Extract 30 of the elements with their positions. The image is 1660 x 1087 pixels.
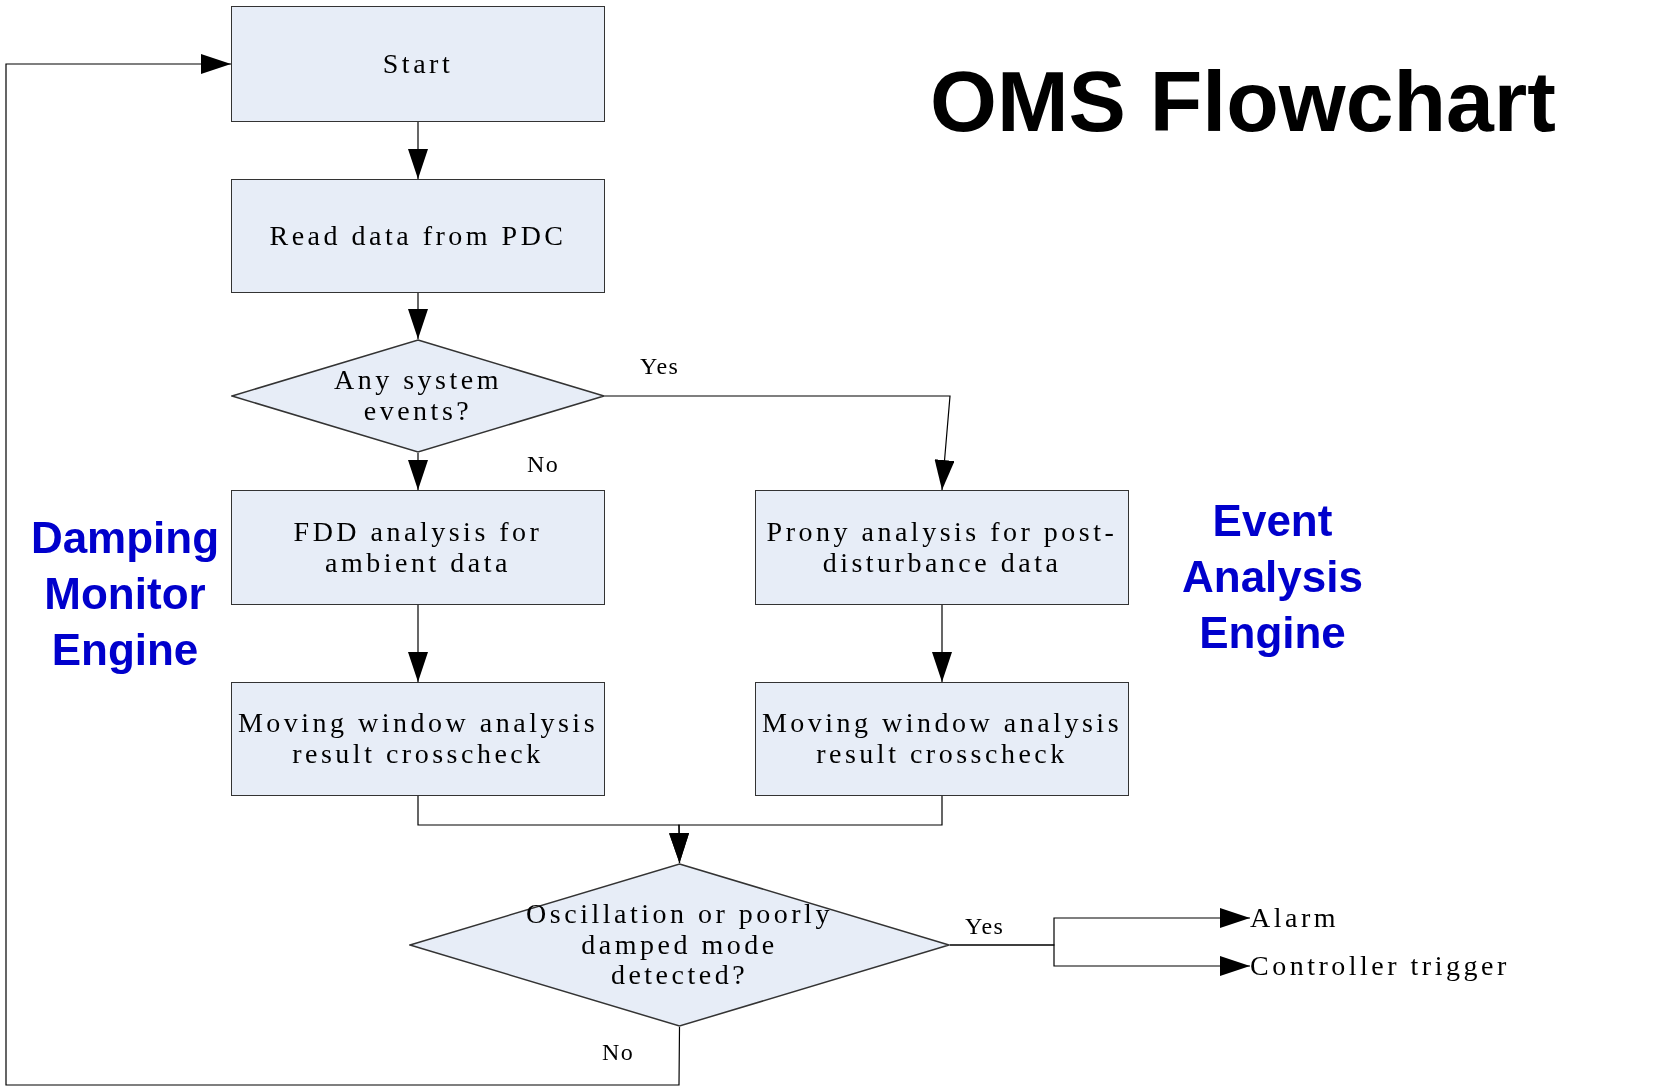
title: OMS Flowchart: [930, 52, 1556, 151]
process-box: [231, 682, 605, 796]
process-box: [231, 490, 605, 605]
arrow: [408, 292, 428, 340]
process-box: [755, 682, 1129, 796]
output-label: Alarm: [1250, 900, 1390, 936]
node-text: Read data from PDC: [269, 220, 567, 252]
decision-diamond: [231, 339, 605, 453]
node-text: Start: [382, 48, 454, 80]
decision-diamond: [409, 863, 950, 1027]
node-text: Any system events?: [333, 365, 503, 427]
output-label: Controller trigger: [1250, 948, 1650, 984]
node-text: FDD analysis for ambient data: [292, 516, 544, 579]
engine-label: Event Analysis Engine: [1181, 495, 1364, 659]
process-box: [231, 179, 605, 293]
arrow: [408, 452, 428, 491]
engine-label: Damping Monitor Engine: [29, 512, 221, 676]
arrow: [669, 795, 943, 864]
node-text: Prony analysis for post-disturbance data: [765, 516, 1119, 579]
node-text: Oscillation or poorly damped mode detected?: [525, 898, 834, 992]
arrow: [932, 604, 952, 683]
arrow: [949, 944, 1251, 976]
node-text: Moving window analysis result crosscheck: [761, 708, 1123, 770]
node-text: Moving window analysis result crosscheck: [237, 708, 599, 770]
arrow: [604, 395, 954, 491]
arrow: [408, 121, 428, 180]
arrow: [408, 604, 428, 683]
process-box: [755, 490, 1129, 605]
arrow: [5, 54, 681, 1086]
process-box: [231, 6, 605, 122]
